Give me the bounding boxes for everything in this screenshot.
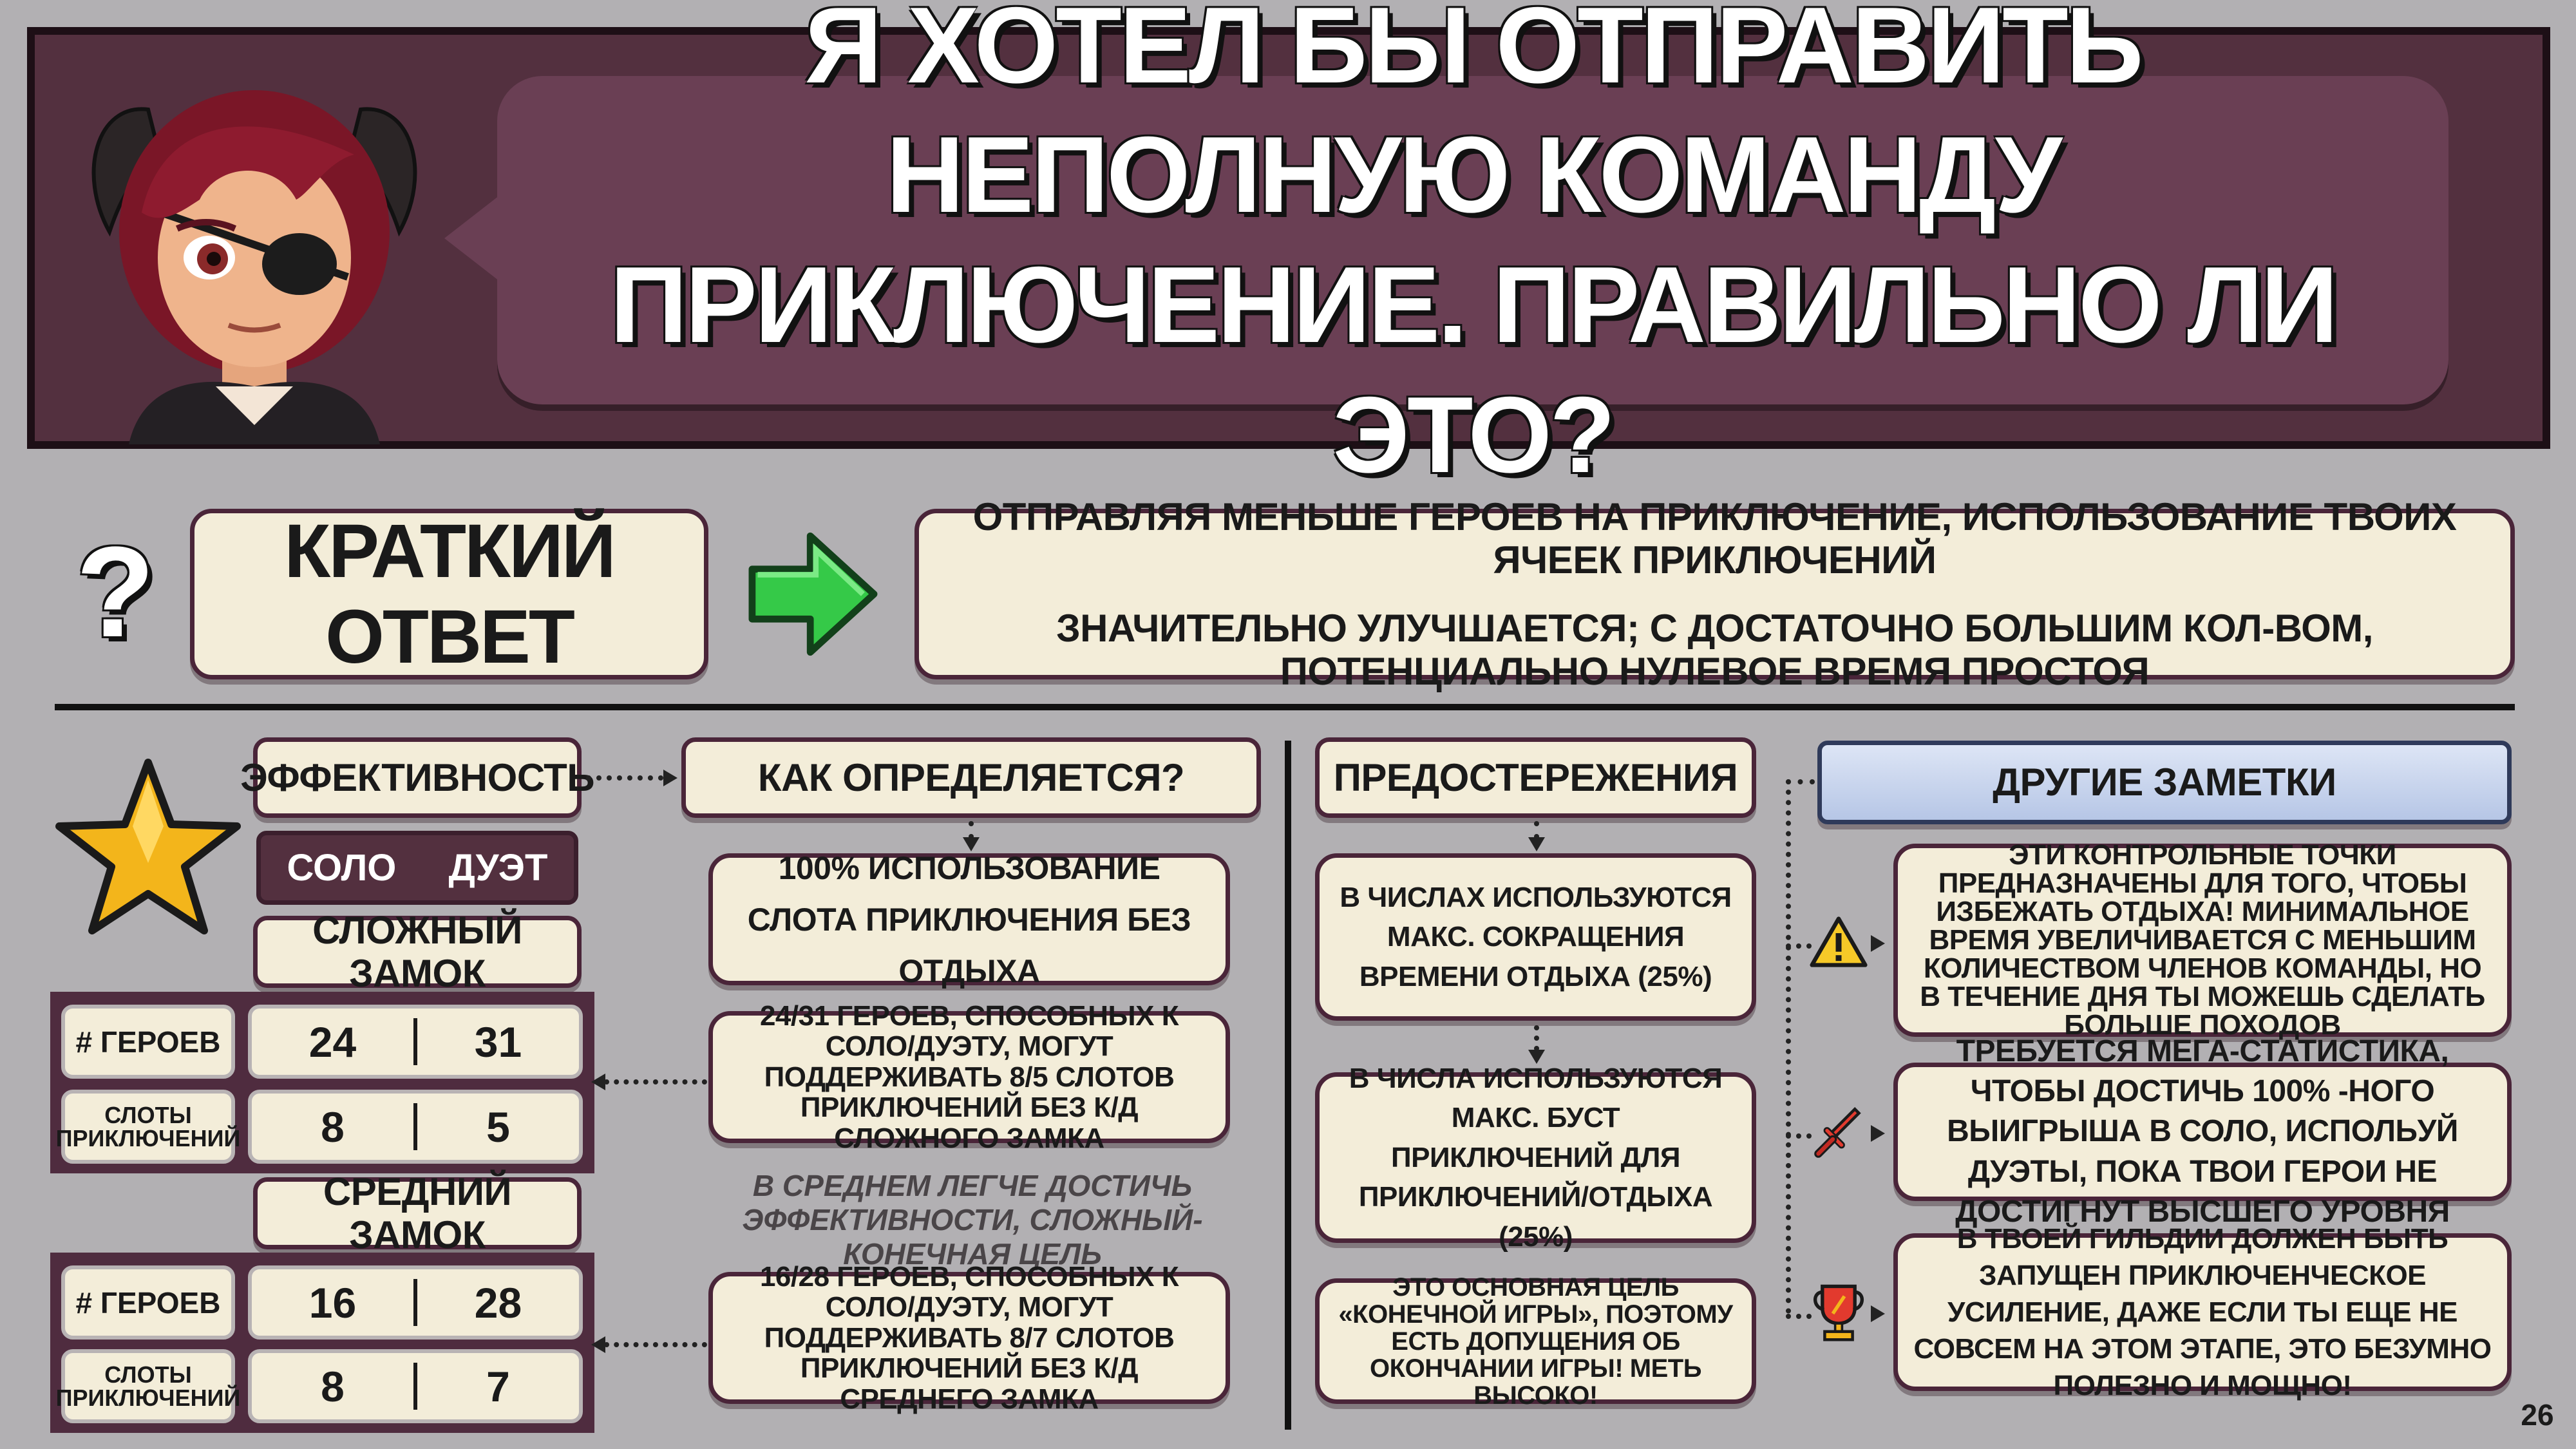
medium-heroes-duo: 28	[474, 1278, 522, 1327]
hard-heroes-solo: 24	[308, 1018, 357, 1066]
short-answer-text: ОТПРАВЛЯЯ МЕНЬШЕ ГЕРОЕВ НА ПРИКЛЮЧЕНИЕ, …	[914, 495, 2515, 693]
medium-slots-solo: 8	[321, 1362, 345, 1410]
connector-arrow	[1871, 1305, 1885, 1322]
other-notes-header: ДРУГИЕ ЗАМЕТКИ	[1817, 741, 2512, 824]
value-separator	[413, 1103, 417, 1150]
star-icon	[55, 759, 241, 934]
connector-line	[1786, 779, 1791, 1314]
efficiency-header: ЭФФЕКТИВНОСТЬ	[240, 737, 594, 818]
warning-item-1: В ЧИСЛАХ ИСПОЛЬЗУЮТСЯ МАКС. СОКРАЩЕНИЯ В…	[1315, 853, 1756, 1021]
character-portrait	[91, 90, 417, 444]
connector-line	[1786, 779, 1815, 784]
warning-icon	[1810, 916, 1868, 967]
hard-slots-label: СЛОТЫ ПРИКЛЮЧЕНИЙ	[56, 1090, 240, 1164]
connector-arrow	[1871, 1125, 1885, 1142]
connector-line	[969, 821, 974, 839]
connector-line	[1786, 1314, 1812, 1319]
connector-arrow	[591, 1074, 605, 1090]
connector-line	[586, 775, 663, 781]
page-title: Я ХОТЕЛ БЫ ОТПРАВИТЬ НЕПОЛНУЮ КОМАНДУ ПР…	[610, 0, 2338, 495]
warnings-header: ПРЕДОСТЕРЕЖЕНИЯ	[1315, 737, 1756, 818]
page-number: 26	[2521, 1398, 2554, 1432]
connector-arrow	[963, 837, 980, 851]
section-divider	[55, 704, 2515, 710]
arrow-right-icon	[748, 532, 878, 656]
solo-duo-header: СОЛО ДУЭТ	[256, 831, 578, 905]
medium-heroes-values: 16 28	[248, 1265, 583, 1340]
connector-arrow	[1528, 1050, 1545, 1064]
hard-heroes-duo: 31	[474, 1018, 522, 1066]
short-answer-line-1: ОТПРАВЛЯЯ МЕНЬШЕ ГЕРОЕВ НА ПРИКЛЮЧЕНИЕ, …	[972, 495, 2457, 582]
hard-heroes-values: 24 31	[248, 1005, 583, 1079]
hard-castle-title: СЛОЖНЫЙ ЗАМОК	[253, 909, 582, 995]
warning-item-2: В ЧИСЛА ИСПОЛЬЗУЮТСЯ МАКС. БУСТ ПРИКЛЮЧЕ…	[1315, 1063, 1756, 1253]
speech-bubble: Я ХОТЕЛ БЫ ОТПРАВИТЬ НЕПОЛНУЮ КОМАНДУ ПР…	[497, 0, 2448, 495]
medium-slots-duo: 7	[486, 1362, 510, 1410]
hard-slots-solo: 8	[321, 1103, 345, 1151]
hard-slots-duo: 5	[486, 1103, 510, 1151]
warning-item-3: ЭТО ОСНОВНАЯ ЦЕЛЬ «КОНЕЧНОЙ ИГРЫ», ПОЭТО…	[1315, 1274, 1756, 1409]
definition-box: 100% ИСПОЛЬЗОВАНИЕ СЛОТА ПРИКЛЮЧЕНИЯ БЕЗ…	[708, 850, 1230, 989]
medium-slots-label: СЛОТЫ ПРИКЛЮЧЕНИЙ	[56, 1349, 240, 1423]
how-defined-header: КАК ОПРЕДЕЛЯЕТСЯ?	[681, 737, 1261, 818]
value-separator	[413, 1279, 417, 1326]
other-note-3: В ТВОЕЙ ГИЛЬДИИ ДОЛЖЕН БЫТЬ ЗАПУЩЕН ПРИК…	[1893, 1223, 2512, 1401]
hard-heroes-label: # ГЕРОЕВ	[61, 1005, 235, 1079]
column-divider	[1285, 741, 1291, 1430]
connector-arrow	[1871, 935, 1885, 952]
connector-line	[604, 1342, 707, 1347]
connector-line	[1534, 821, 1539, 839]
value-separator	[413, 1363, 417, 1410]
short-answer-line-2: ЗНАЧИТЕЛЬНО УЛУЧШАЕТСЯ; С ДОСТАТОЧНО БОЛ…	[1056, 606, 2373, 693]
hard-slots-values: 8 5	[248, 1090, 583, 1164]
other-note-1: ЭТИ КОНТРОЛЬНЫЕ ТОЧКИ ПРЕДНАЗНАЧЕНЫ ДЛЯ …	[1893, 841, 2512, 1039]
trophy-icon	[1813, 1284, 1864, 1341]
solo-label: СОЛО	[287, 847, 397, 889]
connector-line	[1534, 1025, 1539, 1051]
connector-line	[1786, 943, 1812, 949]
connector-arrow	[663, 770, 677, 786]
italic-note: В СРЕДНЕМ ЛЕГЧЕ ДОСТИЧЬ ЭФФЕКТИВНОСТИ, С…	[742, 1169, 1203, 1271]
other-note-2: ТРЕБУЕТСЯ МЕГА-СТАТИСТИКА, ЧТОБЫ ДОСТИЧЬ…	[1893, 1034, 2512, 1229]
connector-line	[604, 1079, 707, 1084]
short-answer-label: КРАТКИЙ ОТВЕТ	[190, 509, 708, 679]
connector-arrow	[1528, 837, 1545, 851]
sword-icon	[1814, 1107, 1861, 1158]
question-mark: ?	[76, 520, 155, 664]
hard-castle-note: 24/31 ГЕРОЕВ, СПОСОБНЫХ К СОЛО/ДУЭТУ, МО…	[708, 1001, 1230, 1153]
medium-castle-title: СРЕДНИЙ ЗАМОК	[253, 1170, 582, 1256]
duo-label: ДУЭТ	[448, 847, 548, 889]
connector-line	[1786, 1133, 1812, 1139]
short-answer-label-text: КРАТКИЙ ОТВЕТ	[284, 509, 616, 679]
connector-arrow	[591, 1336, 605, 1353]
speech-bubble-tail	[444, 193, 502, 283]
medium-castle-note: 16/28 ГЕРОЕВ, СПОСОБНЫХ К СОЛО/ДУЭТУ, МО…	[708, 1262, 1230, 1414]
medium-slots-values: 8 7	[248, 1349, 583, 1423]
medium-heroes-label: # ГЕРОЕВ	[61, 1265, 235, 1340]
medium-heroes-solo: 16	[308, 1278, 357, 1327]
value-separator	[413, 1018, 417, 1065]
